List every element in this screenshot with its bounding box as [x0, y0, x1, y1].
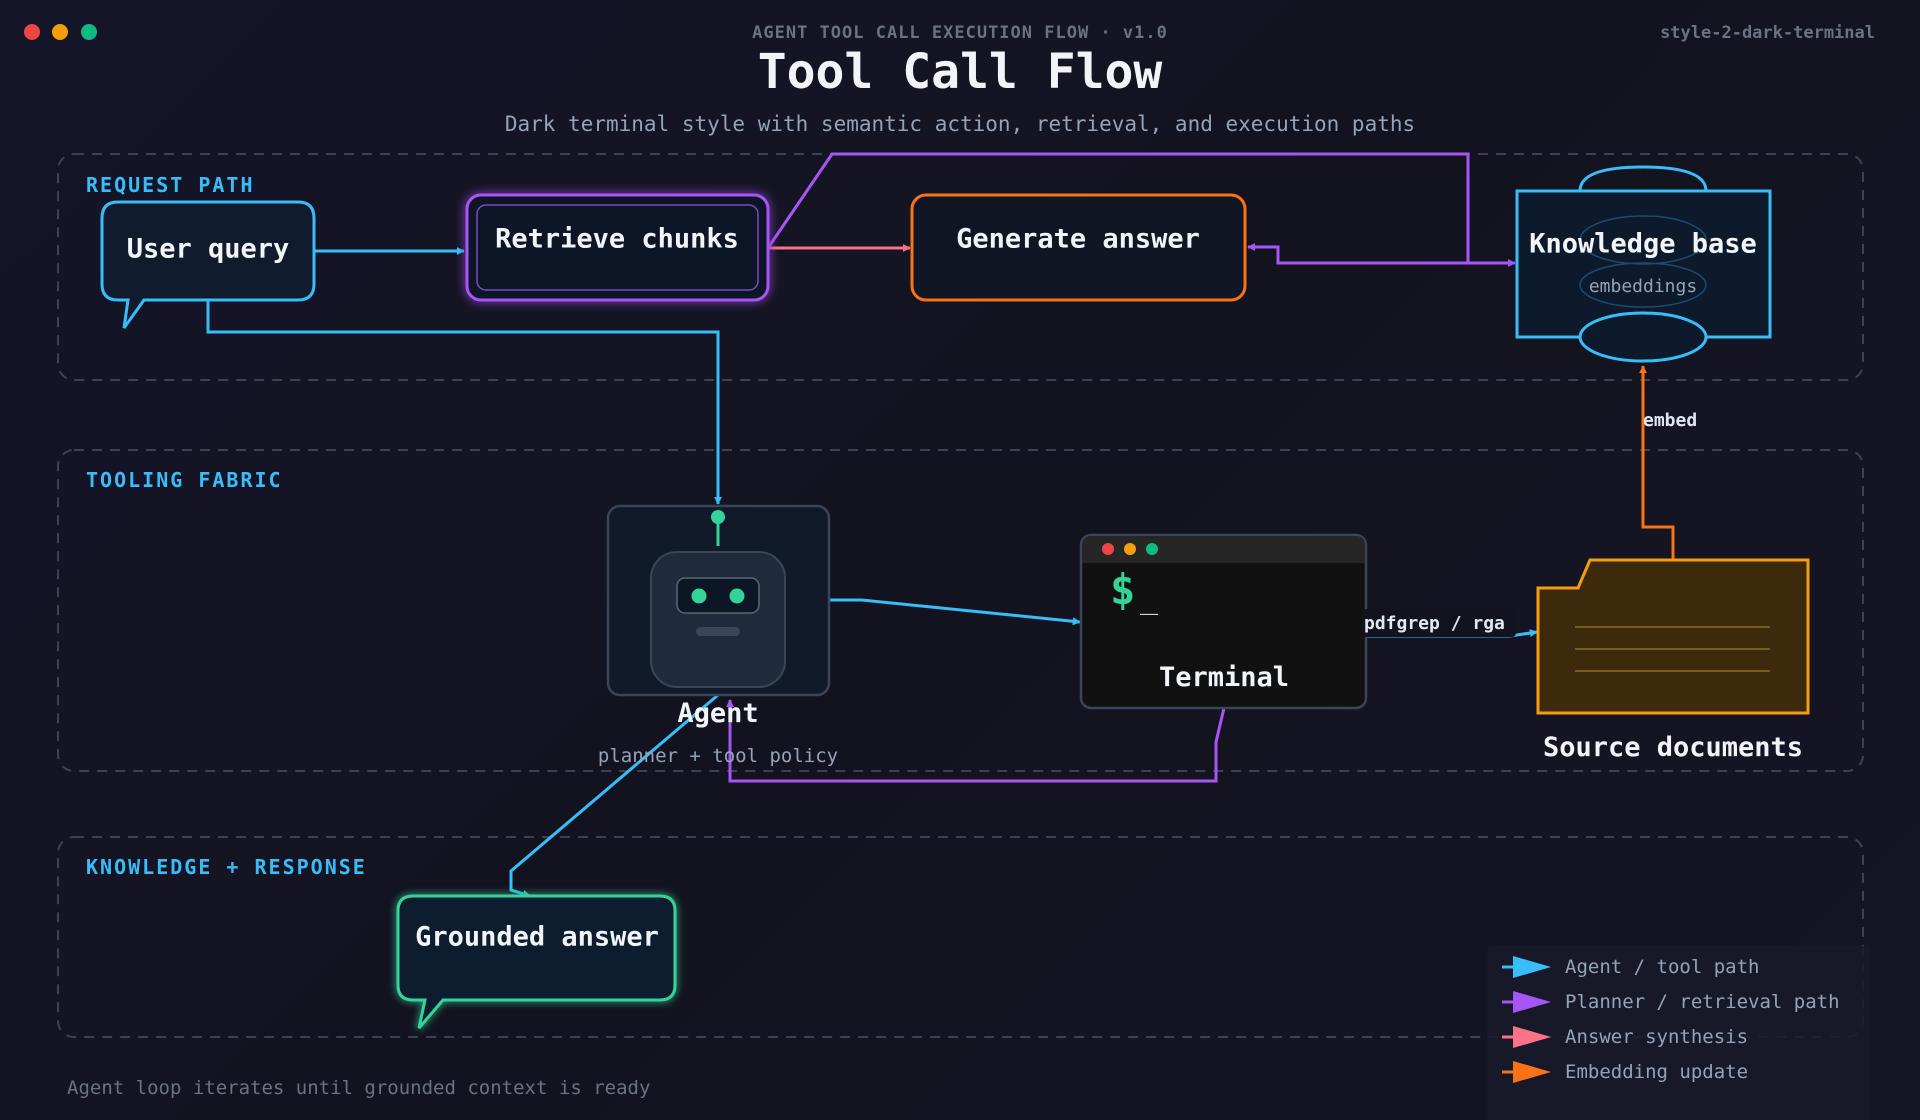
agent-label: Agent [677, 698, 758, 729]
legend-arrow-orange-icon [1513, 1061, 1551, 1083]
database-top-arc-icon [1578, 165, 1708, 192]
grounded-answer-label: Grounded answer [415, 922, 659, 953]
robot-antenna-tip [711, 510, 725, 524]
edge-user-to-agent [206, 300, 722, 505]
node-agent[interactable]: Agent planner + tool policy [598, 504, 838, 767]
zone-label-tooling: TOOLING FABRIC [86, 468, 283, 492]
database-mid-ellipse-2 [1579, 262, 1707, 308]
robot-mouth [696, 627, 740, 636]
terminal-prompt-icon: $ [1110, 565, 1135, 614]
legend-label: Answer synthesis [1565, 1026, 1748, 1048]
robot-visor [676, 577, 760, 614]
retrieve-chunks-label: Retrieve chunks [495, 224, 739, 255]
close-dot-icon[interactable] [24, 24, 40, 40]
terminal-cursor: _ [1140, 581, 1159, 616]
page-title: Tool Call Flow [758, 44, 1163, 100]
legend-label: Agent / tool path [1565, 956, 1759, 978]
folder-icon [1536, 558, 1810, 715]
header-kicker: AGENT TOOL CALL EXECUTION FLOW · v1.0 [752, 23, 1168, 43]
edge-label-embed: embed [1643, 410, 1697, 431]
node-terminal[interactable]: $ _ Terminal [1079, 533, 1368, 710]
node-retrieve-chunks[interactable]: Retrieve chunks [465, 193, 770, 302]
page-subtitle: Dark terminal style with semantic action… [505, 112, 1415, 136]
generate-answer-label: Generate answer [956, 224, 1200, 255]
agent-sublabel: planner + tool policy [598, 745, 838, 767]
terminal-label: Terminal [1159, 662, 1289, 693]
node-knowledge-base[interactable]: Knowledge base embeddings [1515, 165, 1772, 363]
node-source-documents[interactable]: Source documents [1536, 558, 1810, 763]
minimize-dot-icon[interactable] [52, 24, 68, 40]
edge-terminal-to-agent [726, 699, 1226, 783]
grounded-answer-bubble [396, 894, 677, 1029]
edge-agent-to-grounded [509, 693, 719, 898]
edge-agent-to-terminal [829, 598, 1081, 626]
legend-item-planner-retrieval: Planner / retrieval path [1502, 991, 1840, 1013]
edge-knowledge-to-generate [1247, 243, 1468, 265]
legend-arrow-blue-icon [1513, 956, 1551, 978]
user-query-label: User query [127, 234, 290, 265]
robot-head-icon [650, 551, 786, 688]
robot-eye-right [729, 588, 745, 604]
legend-label: Planner / retrieval path [1565, 991, 1840, 1013]
legend-arrow-purple-icon [1513, 991, 1551, 1013]
node-generate-answer[interactable]: Generate answer [910, 193, 1247, 302]
database-mid-ellipse [1579, 215, 1707, 265]
style-tag: style-2-dark-terminal [1660, 23, 1875, 43]
edge-source-to-knowledge [1639, 365, 1675, 560]
zone-knowledge-response [57, 836, 1864, 1038]
retrieve-chunks-box [465, 193, 770, 302]
legend-label: Embedding update [1565, 1061, 1748, 1083]
knowledge-base-label: Knowledge base [1529, 229, 1757, 260]
legend-panel [1487, 946, 1870, 1120]
node-grounded-answer[interactable]: Grounded answer [396, 894, 677, 1029]
terminal-max-dot-icon [1146, 543, 1158, 555]
legend: Agent / tool path Planner / retrieval pa… [1487, 946, 1870, 1120]
retrieve-chunks-inner [476, 204, 759, 291]
robot-eye-left [691, 588, 707, 604]
legend-item-answer-synthesis: Answer synthesis [1502, 1026, 1748, 1048]
terminal-min-dot-icon [1124, 543, 1136, 555]
knowledge-base-sublabel: embeddings [1589, 276, 1697, 297]
zone-label-request: REQUEST PATH [86, 173, 255, 197]
zone-label-knowledge: KNOWLEDGE + RESPONSE [86, 855, 367, 879]
footer-note: Agent loop iterates until grounded conte… [67, 1077, 650, 1099]
legend-arrow-pink-icon [1513, 1026, 1551, 1048]
user-query-bubble [100, 200, 316, 329]
zone-tooling-fabric [57, 449, 1864, 772]
edge-retrieve-to-knowledge [766, 152, 1516, 267]
legend-item-embedding-update: Embedding update [1502, 1061, 1748, 1083]
database-bottom-ellipse [1578, 311, 1708, 363]
generate-answer-box [910, 193, 1247, 302]
legend-item-agent-tool: Agent / tool path [1502, 956, 1759, 978]
source-documents-label: Source documents [1543, 732, 1803, 763]
window-controls [24, 24, 97, 40]
edge-label-pdfgrep-bg [1362, 609, 1516, 637]
node-user-query[interactable]: User query [100, 200, 316, 329]
terminal-close-dot-icon [1102, 543, 1114, 555]
edge-label-pdfgrep: pdfgrep / rga [1364, 613, 1505, 634]
terminal-titlebar [1082, 536, 1365, 563]
maximize-dot-icon[interactable] [81, 24, 97, 40]
